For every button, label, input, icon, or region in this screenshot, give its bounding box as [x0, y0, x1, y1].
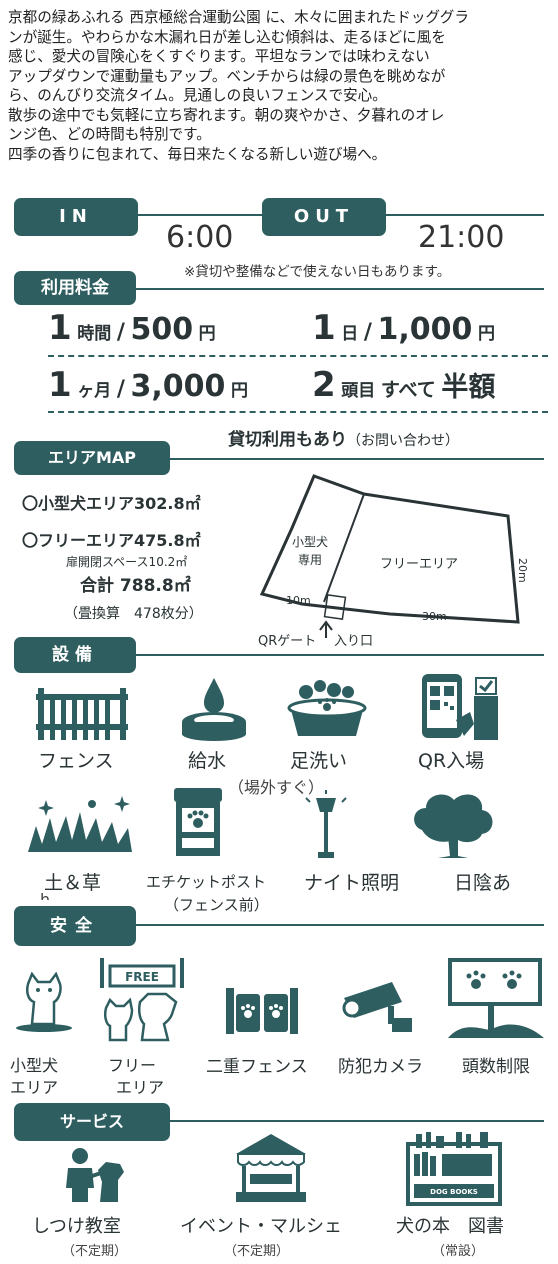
street-light-icon [305, 790, 347, 858]
intro-line: ンが誕生。やわらかな木漏れ日が差し込む傾斜は、走るほどに風を [8, 28, 446, 46]
footwash-tub-icon [287, 680, 367, 736]
dimension-20m: 20m [516, 558, 529, 583]
safety-divider [14, 924, 544, 926]
fee-row-divider [48, 411, 548, 413]
map-divider [14, 458, 544, 460]
facilities-divider [14, 654, 544, 656]
dog-library-icon: DOG BOOKS [406, 1132, 502, 1206]
night-light-label: ナイト照明 [304, 872, 400, 894]
training-note: （不定期） [62, 1244, 128, 1259]
free-area-safety-label: エリア [116, 1078, 165, 1097]
fee-hourly: 1 時間 / 500 円 [48, 308, 216, 348]
fee-second-dog: 2 頭目 すべて 半額 [312, 365, 496, 405]
grass-label: 土＆草 [44, 872, 102, 894]
entrance-label: 入り口 [334, 634, 374, 649]
qr-entry-label: QR入場 [418, 750, 485, 772]
small-area-label: 小型犬 [292, 535, 328, 549]
charter-text: 貸切利用もあり（お問い合わせ） [228, 430, 459, 450]
water-label: 給水 [188, 750, 227, 772]
etiquette-note: （フェンス前） [164, 896, 269, 914]
dimension-10m: 10m [286, 594, 311, 607]
small-area-safety-label: エリア [10, 1078, 59, 1097]
double-fence-icon [226, 988, 298, 1034]
out-badge: OUT [262, 198, 386, 236]
safety-heading: 安全 [14, 906, 136, 946]
fence-label: フェンス [38, 750, 114, 772]
dog-limit-sign-icon [448, 958, 544, 1038]
security-camera-icon [342, 982, 412, 1032]
fees-divider [14, 288, 544, 290]
dog-limit-label: 頭数制限 [462, 1057, 530, 1077]
in-badge: IN [14, 198, 138, 236]
door-space-box [323, 594, 347, 620]
fence-icon [36, 688, 128, 740]
grass-icon [28, 796, 132, 852]
map-heading: エリアMAP [14, 441, 170, 475]
etiquette-label: エチケットポスト [146, 873, 267, 891]
facilities-heading: 設備 [14, 637, 136, 673]
dimension-30m: 30m [422, 610, 447, 623]
event-note: （不定期） [224, 1244, 290, 1259]
intro-text: 京都の緑あふれる 西京極総合運動公園 に、木々に囲まれたドッググラ ンが誕生。や… [8, 8, 553, 164]
footwash-label: 足洗い [290, 750, 348, 772]
service-divider [14, 1120, 544, 1122]
area-divider-line [323, 493, 365, 603]
double-fence-label: 二重フェンス [206, 1057, 308, 1077]
small-area-label: 専用 [298, 553, 322, 567]
fees-heading: 利用料金 [14, 271, 136, 305]
library-label: 犬の本 図書 [396, 1216, 504, 1237]
fee-monthly: 1 ヶ月 / 3,000 円 [48, 365, 248, 405]
fee-row-divider [48, 355, 548, 357]
qr-entry-icon [422, 674, 498, 740]
door-space-size: 扉開閉スペース10.2㎡ [66, 555, 188, 569]
water-note: （場外すぐ） [228, 778, 325, 797]
small-area-size: 〇小型犬エリア302.8㎡ [22, 494, 201, 513]
intro-line: 感じ、愛犬の冒険心をくすぐります。平坦なランでは味わえない [8, 48, 430, 65]
intro-line: 四季の香りに包まれて、毎日来たくなる新しい遊び場へ。 [8, 145, 387, 163]
small-area-safety-label: 小型犬 [10, 1056, 59, 1075]
open-time: 6:00 [166, 220, 234, 255]
tatami-equivalent: （畳換算 478枚分） [64, 606, 203, 622]
free-sign-text: FREE [125, 970, 159, 984]
area-outline [259, 474, 520, 624]
free-area-size: 〇フリーエリア475.8㎡ [22, 531, 201, 550]
dog-books-sign: DOG BOOKS [430, 1188, 478, 1196]
free-area-dogs-icon: FREE [100, 958, 184, 1042]
total-area: 合計 788.8㎡ [80, 576, 191, 596]
training-label: しつけ教室 [32, 1216, 121, 1237]
fee-daily: 1 日 / 1,000 円 [312, 308, 495, 348]
intro-line: ンジ色、どの時間も特別です。 [8, 126, 211, 143]
intro-line: 散歩の途中でも気軽に立ち寄れます。朝の爽やかさ、夕暮れのオレ [8, 106, 445, 124]
close-time: 21:00 [418, 220, 505, 255]
free-area-safety-label: フリー [108, 1056, 157, 1075]
entrance-arrow-icon [319, 620, 333, 638]
hours-note: ※貸切や整備などで使えない日もあります。 [184, 264, 451, 280]
service-heading: サービス [14, 1103, 170, 1141]
library-note: （常設） [432, 1244, 485, 1259]
event-label: イベント・マルシェ [180, 1216, 342, 1237]
camera-label: 防犯カメラ [338, 1057, 423, 1077]
intro-line: ら、のんびり交流タイム。見通しの良いフェンスで安心。 [8, 87, 387, 104]
shade-tree-icon [414, 794, 493, 858]
intro-line: アップダウンで運動量もアップ。ベンチからは緑の景色を眺めなが [8, 67, 446, 85]
event-marche-stall-icon [236, 1134, 306, 1202]
area-map-diagram: 小型犬 専用 フリーエリア 10m 30m 20m [259, 474, 529, 638]
small-dog-icon [16, 972, 72, 1032]
etiquette-post-icon [174, 788, 222, 856]
grass-label-clipped: h [40, 890, 51, 900]
shade-label: 日陰あ [454, 872, 512, 894]
free-area-label: フリーエリア [380, 557, 458, 572]
qr-gate-label: QRゲート [258, 634, 317, 649]
intro-line: 京都の緑あふれる 西京極総合運動公園 に、木々に囲まれたドッググラ [8, 9, 469, 26]
training-class-icon [66, 1148, 124, 1202]
water-bowl-icon [182, 678, 246, 741]
